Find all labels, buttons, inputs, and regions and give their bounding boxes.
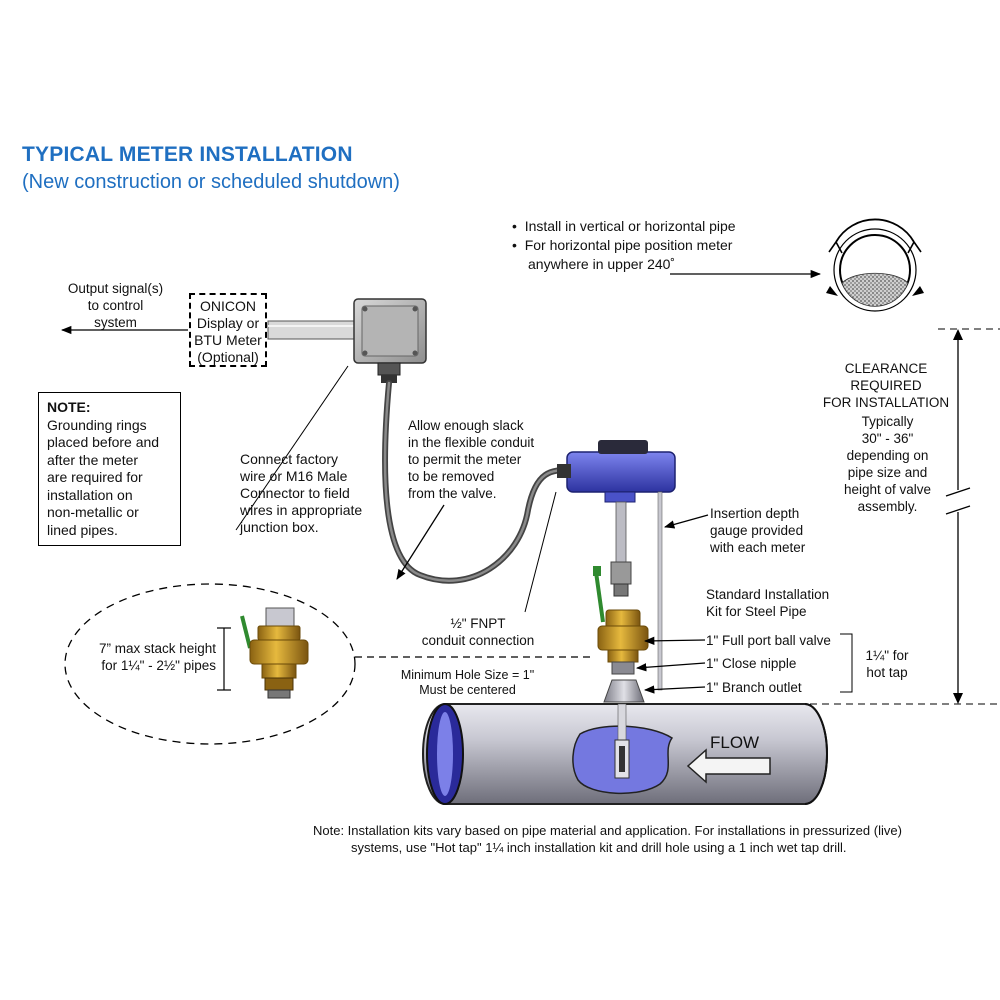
insertion-leader (663, 514, 709, 529)
stack-detail-callout (64, 583, 356, 745)
onicon-display-box: ONICON Display or BTU Meter (Optional) (189, 293, 267, 367)
page-title: TYPICAL METER INSTALLATION (22, 143, 353, 166)
conduit-stub (267, 320, 357, 340)
pipe-section-icon (826, 218, 924, 312)
page-subtitle: (New construction or scheduled shutdown) (22, 171, 400, 193)
clearance-detail: Typically 30" - 36" depending on pipe si… (843, 414, 932, 514)
branch-outlet (603, 679, 645, 703)
bullet-dot: • (512, 237, 525, 253)
install-bullets: • Install in vertical or horizontal pipe… (512, 217, 736, 274)
part-close-nipple-label: 1" Close nipple (706, 656, 797, 671)
output-signal-label: Output signal(s) to control system (67, 281, 164, 330)
kit-label: Standard Installation Kit for Steel Pipe (706, 587, 830, 619)
flow-label: FLOW (710, 733, 760, 752)
stack-valve-detail (240, 607, 309, 699)
insertion-depth-label: Insertion depth gauge provided with each… (710, 506, 806, 555)
bullet-item: anywhere in upper 240˚ (528, 256, 676, 272)
clearance-dimension (945, 329, 971, 704)
bullet-item: • Install in vertical or horizontal pipe (512, 218, 736, 234)
bullet-dot: • (512, 218, 525, 234)
grounding-note-box: NOTE: Grounding rings placed before and … (38, 392, 181, 546)
flow-arrow (686, 748, 771, 784)
stack-height-label: 7” max stack height for 1¼" - 2½" pipes (98, 641, 216, 673)
flow-meter (557, 440, 676, 691)
clearance-label: CLEARANCE REQUIRED FOR INSTALLATION (822, 361, 950, 410)
part-ball-valve-label: 1" Full port ball valve (706, 633, 831, 648)
slack-label: Allow enough slack in the flexible condu… (408, 418, 535, 501)
note-heading: NOTE: (47, 399, 91, 415)
branch-outlet-leader (643, 685, 706, 694)
connect-wire-label: Connect factory wire or M16 Male Connect… (240, 451, 363, 535)
close-nipple-leader (635, 662, 706, 672)
fnpt-label: ½" FNPT conduit connection (421, 616, 535, 648)
ball-valve-leader (643, 636, 706, 646)
hot-tap-bracket (840, 633, 853, 693)
hole-size-label: Minimum Hole Size = 1" Must be centered (400, 668, 535, 697)
hot-tap-label: 1¼" for hot tap (865, 648, 909, 680)
fnpt-leader (524, 491, 557, 613)
bottom-note: Note: Installation kits vary based on pi… (313, 823, 902, 855)
part-branch-outlet-label: 1" Branch outlet (706, 680, 802, 695)
slack-leader (396, 504, 445, 580)
junction-box (353, 298, 427, 383)
pipe (422, 703, 828, 805)
bullet-item: • For horizontal pipe position meter (512, 237, 733, 253)
stack-dimension (217, 627, 231, 691)
connect-leader (235, 365, 349, 531)
ball-valve (593, 566, 649, 675)
